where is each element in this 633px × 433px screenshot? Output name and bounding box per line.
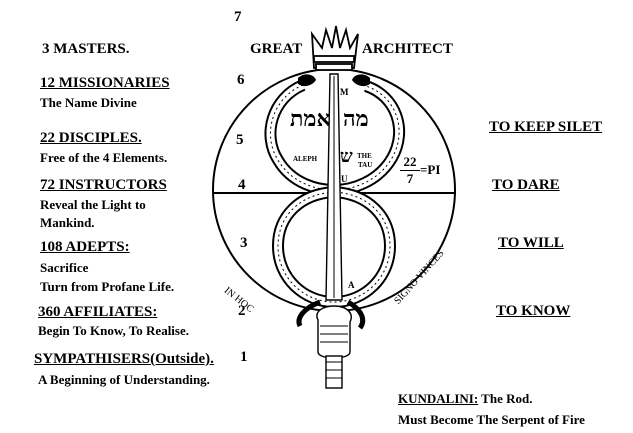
sympathisers-title: SYMPATHISERS(Outside). xyxy=(34,351,214,367)
level-2-number: 2 xyxy=(238,303,246,319)
hand-icon xyxy=(316,305,352,389)
adepts-desc-1: Sacrifice xyxy=(40,260,89,275)
level-4-number: 4 xyxy=(238,177,246,193)
affiliates-desc: Begin To Know, To Realise. xyxy=(38,323,189,338)
serpent-lower-loop xyxy=(271,185,397,330)
architect-label: ARCHITECT xyxy=(362,41,453,57)
dare-label: TO DARE xyxy=(492,177,560,193)
pi-numerator: 22 xyxy=(403,154,417,169)
instructors-desc-1: Reveal the Light to xyxy=(40,197,146,212)
disciples-desc: Free of the 4 Elements. xyxy=(40,150,168,165)
keep-silent-label: TO KEEP SILET xyxy=(489,119,603,135)
shin-letter: ש xyxy=(340,146,353,167)
disciples-title: 22 DISCIPLES. xyxy=(40,130,142,146)
sympathisers-desc: A Beginning of Understanding. xyxy=(38,372,210,387)
hebrew-word-left: אמת xyxy=(290,106,331,132)
will-label: TO WILL xyxy=(498,235,564,251)
tau-label: TAU xyxy=(358,161,373,169)
adepts-desc-2: Turn from Profane Life. xyxy=(40,279,175,294)
letter-u: U xyxy=(341,174,348,184)
pi-fraction: 22 7 xyxy=(400,155,420,186)
pi-denominator: 7 xyxy=(406,171,414,186)
kundalini-line-2: Must Become The Serpent of Fire xyxy=(398,412,585,427)
aleph-label: ALEPH xyxy=(293,155,318,163)
level-1-number: 1 xyxy=(240,349,248,365)
rod-icon xyxy=(325,73,343,301)
instructors-title: 72 INSTRUCTORS xyxy=(40,177,167,193)
hebrew-word-right: מה xyxy=(343,106,369,132)
pi-equals: =PI xyxy=(420,162,441,177)
level-5-number: 5 xyxy=(236,132,244,148)
instructors-desc-2: Mankind. xyxy=(40,215,95,230)
letter-a: A xyxy=(348,280,355,290)
kundalini-label: KUNDALINI: xyxy=(398,391,479,406)
level-3-number: 3 xyxy=(240,235,248,251)
missionaries-title: 12 MISSIONARIES xyxy=(40,75,170,91)
the-label: THE xyxy=(357,152,372,160)
level-7-number: 7 xyxy=(234,9,242,25)
level-6-number: 6 xyxy=(237,72,245,88)
great-label: GREAT xyxy=(250,41,303,57)
masters-title: 3 MASTERS. xyxy=(42,41,130,57)
kundalini-line-1: KUNDALINI: The Rod. xyxy=(398,392,532,405)
know-label: TO KNOW xyxy=(496,303,571,319)
missionaries-desc: The Name Divine xyxy=(40,95,137,110)
kundalini-rod: The Rod. xyxy=(478,391,533,406)
letter-m: M xyxy=(340,87,349,97)
affiliates-title: 360 AFFILIATES: xyxy=(38,304,158,320)
crown-icon xyxy=(310,25,359,71)
adepts-title: 108 ADEPTS: xyxy=(40,239,130,255)
